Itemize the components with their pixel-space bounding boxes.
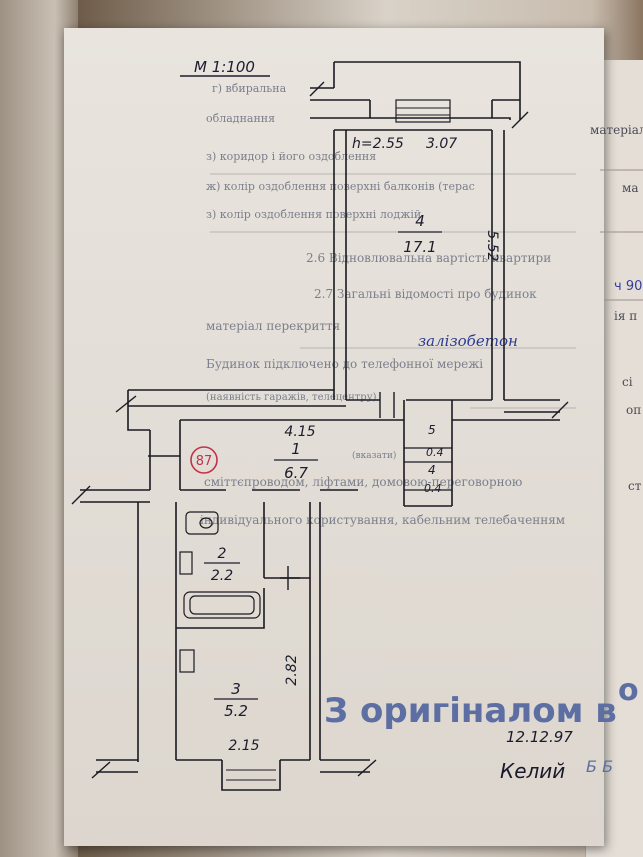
stamp-suffix: о bbox=[618, 673, 639, 708]
room2-area: 2.2 bbox=[211, 568, 233, 584]
room-1: 4.15 1 6.7 bbox=[274, 424, 318, 482]
printed-line: обладнання bbox=[206, 112, 275, 125]
toilet-bowl-icon bbox=[199, 517, 213, 529]
printed-line: (наявність гаражів, телецентру) bbox=[206, 392, 377, 403]
printed-line: 2.7 Загальні відомості про будинок bbox=[314, 287, 537, 301]
printed-line: матеріал перекриття bbox=[206, 319, 340, 333]
room4-number: 4 bbox=[415, 212, 425, 230]
certification-stamp: З оригіналом в о bbox=[324, 673, 639, 731]
room-2: 2 2.2 bbox=[204, 546, 240, 584]
side-line: ія п bbox=[614, 309, 637, 323]
printed-line: ж) колір оздоблення поверхні балконів (т… bbox=[206, 180, 475, 193]
printed-line: з) колір оздоблення поверхні лоджій bbox=[206, 208, 421, 221]
handwritten-material: залізобетон bbox=[418, 332, 518, 350]
side-line: матеріал bbox=[590, 123, 643, 137]
signature-date: 12.12.97 bbox=[506, 728, 573, 746]
room3-number: 3 bbox=[231, 680, 241, 698]
right-page-text: матеріал ма ч 90 ія п сі оп ст bbox=[590, 123, 643, 493]
room2-number: 2 bbox=[218, 546, 227, 562]
printed-line: сміттєпроводом, ліфтами, домовою-перегов… bbox=[204, 475, 522, 489]
printed-form-text: г) вбиральна обладнання з) коридор і йог… bbox=[200, 82, 576, 527]
closet-dims: 5 0.4 4 0.4 bbox=[424, 423, 444, 495]
fixtures bbox=[179, 447, 452, 673]
wall-ticks bbox=[71, 81, 569, 779]
printed-line: (вказати) bbox=[352, 450, 396, 461]
scale-label: М 1:100 bbox=[180, 58, 270, 77]
circle-number: 87 bbox=[196, 454, 213, 469]
scale-text: М 1:100 bbox=[194, 58, 255, 76]
room-3: 3 5.2 2.82 2.15 bbox=[214, 654, 300, 754]
bathtub-inner-icon bbox=[189, 595, 255, 615]
printed-line: г) вбиральна bbox=[212, 82, 287, 95]
height-label: h=2.55 bbox=[352, 136, 404, 152]
side-line: сі bbox=[622, 375, 633, 389]
room3-area: 5.2 bbox=[224, 702, 248, 720]
side-line: ч 90 bbox=[614, 279, 642, 294]
side-line: оп bbox=[626, 403, 641, 417]
room3-length: 2.82 bbox=[284, 654, 300, 685]
printed-line: Будинок підключено до телефонної мережі bbox=[206, 357, 483, 371]
stamp-text: З оригіналом в bbox=[324, 691, 617, 731]
sink-icon bbox=[179, 551, 193, 575]
side-line: ма bbox=[622, 181, 639, 195]
closet-d1: 5 bbox=[428, 423, 436, 437]
printed-line: з) коридор і його оздоблення bbox=[206, 150, 376, 163]
toilet-icon bbox=[185, 511, 219, 535]
room1-number: 1 bbox=[291, 440, 301, 458]
room4-area: 17.1 bbox=[403, 238, 436, 256]
side-line: ст bbox=[628, 479, 642, 493]
plan-number-circle: 87 bbox=[190, 446, 218, 474]
room4-length: 5.52 bbox=[484, 230, 500, 261]
room4-width: 3.07 bbox=[426, 136, 457, 152]
walls bbox=[80, 61, 560, 791]
room1-width: 4.15 bbox=[284, 424, 315, 440]
signature-extra: Б Б bbox=[586, 757, 613, 776]
room3-width: 2.15 bbox=[228, 738, 259, 754]
printed-line: 2.6 Відновлювальна вартість квартири bbox=[306, 251, 551, 265]
signature-name: Келий bbox=[500, 759, 565, 783]
closet-d3: 4 bbox=[428, 463, 436, 477]
bathtub-icon bbox=[183, 591, 261, 619]
stove-icon bbox=[179, 649, 195, 673]
room1-area: 6.7 bbox=[284, 464, 308, 482]
room-4: h=2.55 3.07 4 17.1 5.52 bbox=[352, 136, 500, 262]
closet-d2: 0.4 bbox=[426, 446, 444, 459]
printed-line: індивідуального користування, кабельним … bbox=[200, 513, 565, 527]
signature-block: 12.12.97 Келий Б Б bbox=[500, 728, 613, 783]
closet-d4: 0.4 bbox=[424, 482, 442, 495]
